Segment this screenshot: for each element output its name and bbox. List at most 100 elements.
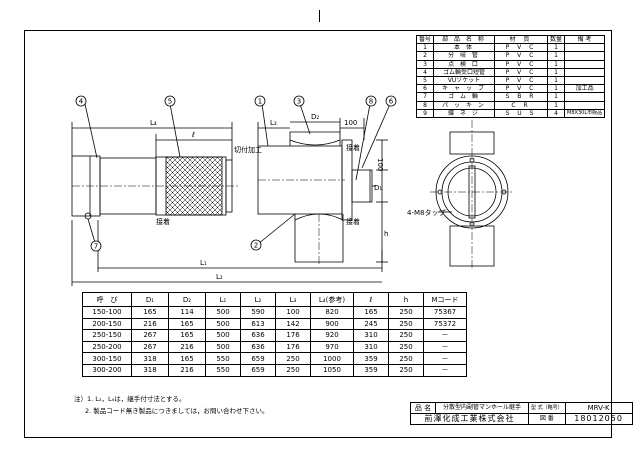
- cell: 900: [310, 317, 354, 331]
- header-cell: L₃: [275, 292, 311, 307]
- cell: 310: [353, 340, 389, 354]
- cell: P V C: [494, 43, 549, 53]
- title-row: 前澤化成工業株式会社 図 番 18012050: [410, 413, 633, 425]
- parts-header-qty: 数量: [547, 34, 566, 45]
- cell: キ ャ ッ プ: [433, 84, 496, 94]
- title-row: 品 名 分散型内副管マンホール継手 型 式（略号） MRV-K: [410, 402, 633, 414]
- notes-label: 注）: [74, 395, 87, 403]
- dim-L2: L₂: [216, 273, 223, 281]
- header-cell: Mコード: [423, 292, 467, 307]
- cell: 359: [353, 363, 389, 377]
- header-cell: L₂: [240, 292, 276, 307]
- cell: S B R: [494, 92, 549, 102]
- cell: 613: [240, 317, 276, 331]
- cell: 1: [547, 100, 566, 110]
- cell: 250-150: [82, 329, 132, 342]
- cell: 75372: [423, 317, 467, 331]
- cell: P V C: [494, 67, 549, 77]
- cell: 176: [275, 340, 311, 354]
- cell: －: [423, 329, 467, 342]
- cell: [564, 75, 606, 86]
- dimension-table-header: 呼 び D₁ D₂ L₁ L₂ L₃ L₄(参考) ℓ h Mコード: [82, 292, 467, 307]
- cell: 165: [168, 317, 206, 331]
- cell: －: [423, 363, 467, 377]
- callout-3-label: 3: [297, 98, 301, 106]
- dim-L3: L₃: [270, 119, 277, 127]
- callout-7-label: 7: [94, 243, 98, 251]
- header-cell: ℓ: [353, 292, 389, 307]
- cell: 659: [240, 352, 276, 365]
- note-adhesive-3: 接着: [346, 217, 360, 226]
- notes: 注）1. L₂，L₄は，継手付寸法とする。 2. 製品コード無き製品につきまして…: [74, 393, 268, 417]
- cell: 250: [388, 317, 424, 331]
- callout-5: [164, 95, 176, 107]
- cell: 1: [547, 59, 566, 69]
- callout-7: [90, 240, 102, 252]
- cell: 636: [240, 329, 276, 342]
- cell: 500: [205, 317, 241, 331]
- callout-3: [293, 95, 305, 107]
- cell: 165: [131, 306, 169, 319]
- cell: 1: [547, 84, 566, 94]
- center-mark: [319, 10, 320, 22]
- cell: 142: [275, 317, 311, 331]
- cell: ゴ ム 輪: [433, 92, 496, 102]
- cell: 6: [415, 84, 435, 94]
- cell: 267: [131, 329, 169, 342]
- title-block: 品 名 分散型内副管マンホール継手 型 式（略号） MRV-K 前澤化成工業株式…: [410, 402, 633, 425]
- parts-header-material: 材 質: [494, 34, 549, 45]
- header-cell: L₁: [205, 292, 241, 307]
- cell: 165: [353, 306, 389, 319]
- cell: M8X30L市販品: [564, 108, 606, 118]
- cell: 4: [415, 67, 435, 77]
- cell: 1000: [310, 352, 354, 365]
- dim-100b: 100: [376, 158, 384, 171]
- cell: 1050: [310, 363, 354, 377]
- dim-D2: D₂: [311, 113, 319, 121]
- cell: 500: [205, 306, 241, 319]
- cell: 920: [310, 329, 354, 342]
- callout-4-label: 4: [79, 98, 84, 106]
- note-adhesive-2: 接着: [156, 217, 170, 226]
- cell: 250: [388, 363, 424, 377]
- cell: [564, 92, 606, 102]
- cell: 310: [353, 329, 389, 342]
- cell: 250: [388, 340, 424, 354]
- cell: 250: [275, 363, 311, 377]
- model-label: 型 式（略号）: [528, 402, 566, 414]
- cell: 1: [547, 51, 566, 61]
- product-name: 分散型内副管マンホール継手: [435, 402, 529, 414]
- cell: 250: [388, 329, 424, 342]
- cell: 4: [547, 108, 566, 118]
- cell: 820: [310, 306, 354, 319]
- cell: 250: [275, 352, 311, 365]
- cell: 3: [415, 59, 435, 69]
- cell: 点 検 口: [433, 59, 496, 69]
- cell: P V C: [494, 59, 549, 69]
- dim-L4: L₄: [150, 119, 157, 127]
- model-value: MRV-K: [564, 402, 633, 414]
- cell: 216: [168, 363, 206, 377]
- cell: 245: [353, 317, 389, 331]
- header-cell: 呼 び: [82, 292, 132, 307]
- cell: 2: [415, 51, 435, 61]
- product-name-label: 品 名: [410, 402, 436, 414]
- cell: 636: [240, 340, 276, 354]
- cell: 100: [275, 306, 311, 319]
- cell: 本 体: [433, 43, 496, 53]
- cell: 590: [240, 306, 276, 319]
- cell: 75367: [423, 306, 467, 319]
- callout-8: [365, 95, 377, 107]
- callout-6-label: 6: [389, 98, 394, 106]
- cell: [564, 67, 606, 77]
- cell: 5: [415, 75, 435, 86]
